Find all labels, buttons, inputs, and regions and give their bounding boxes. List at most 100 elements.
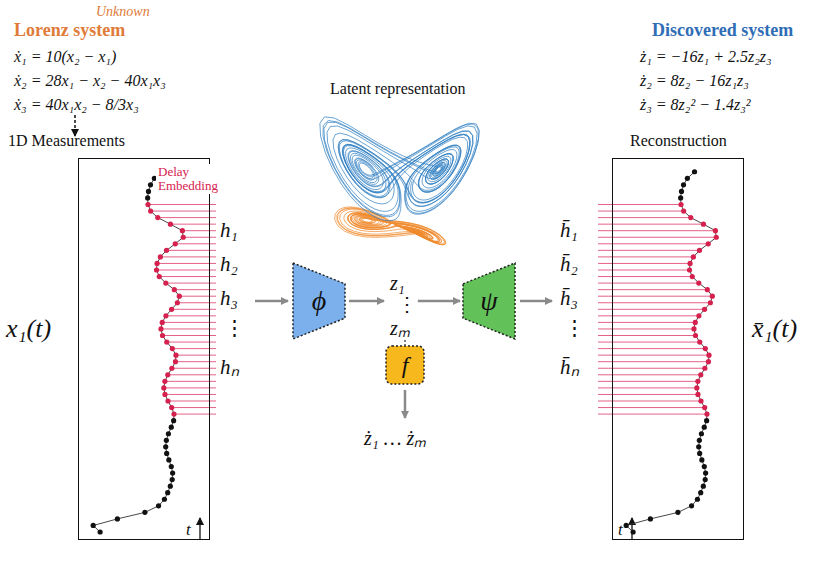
embedded-sample — [706, 353, 711, 358]
delay-line — [157, 263, 216, 264]
embedded-sample — [161, 385, 166, 390]
signal-name: x̄₁(t) — [752, 314, 797, 344]
delay-line — [598, 204, 681, 205]
embedded-sample — [181, 235, 186, 240]
ellipsis: ⋮ — [224, 316, 245, 341]
sample-point — [166, 457, 171, 462]
embedded-sample — [173, 241, 178, 246]
delay-line — [598, 361, 708, 362]
delay-line — [598, 315, 699, 316]
illustration-title: Latent representation — [330, 80, 466, 98]
delay-line — [598, 230, 715, 231]
embedded-sample — [691, 326, 696, 331]
sample-point — [698, 490, 703, 495]
embedded-sample — [701, 222, 706, 227]
sample-point — [685, 176, 690, 181]
delay-coordinate: hₙ — [220, 352, 239, 380]
flow-arrow — [404, 390, 407, 418]
equation: ẋ₃ = 40x₁x₂ − 8/3x₃ — [14, 96, 139, 114]
embedded-sample — [163, 281, 168, 286]
flow-arrow-segment — [418, 300, 460, 303]
sample-point — [696, 444, 701, 449]
embedded-sample — [697, 248, 702, 253]
embedded-sample — [169, 307, 174, 312]
embedded-sample — [691, 254, 696, 259]
embedded-sample — [170, 346, 175, 351]
delay-line — [598, 401, 701, 402]
time-axis-label: t — [186, 520, 191, 540]
embedded-sample — [175, 300, 180, 305]
delay-line — [598, 302, 710, 303]
tick-line — [74, 115, 76, 128]
decoder-trapezoid: ψ — [462, 262, 516, 340]
sample-point — [648, 516, 653, 521]
sample-point — [689, 503, 694, 508]
sample-point — [145, 195, 150, 200]
sample-point — [704, 418, 709, 423]
sample-point — [699, 431, 704, 436]
embedded-sample — [145, 202, 150, 207]
sample-point — [697, 438, 702, 443]
sample-point — [98, 529, 103, 534]
network-symbol: f — [385, 353, 425, 377]
delay-coordinate: h̄₁ — [560, 218, 578, 243]
node-outline — [612, 158, 744, 540]
embedded-sample — [706, 241, 711, 246]
sample-point — [697, 451, 702, 456]
delay-line — [598, 296, 712, 297]
delay-line — [182, 230, 216, 231]
embedded-sample — [693, 320, 698, 325]
delay-coordinate: h̄₃ — [560, 286, 578, 311]
embedded-sample — [164, 248, 169, 253]
delay-line — [598, 342, 700, 343]
sample-point — [692, 169, 697, 174]
embedded-sample — [168, 222, 173, 227]
sample-point — [142, 510, 147, 515]
sample-point — [675, 510, 680, 515]
equation: ż₂ = 8z₂ − 16z₁z₃ — [640, 72, 749, 90]
sample-point — [678, 195, 683, 200]
encoder-trapezoid: ϕ — [292, 262, 346, 340]
system-title: Lorenz system — [14, 20, 125, 41]
embedded-sample — [171, 412, 176, 417]
delay-line — [598, 243, 708, 244]
embedded-sample — [705, 287, 710, 292]
system-title: Discovered system — [652, 20, 793, 41]
delay-line — [166, 250, 216, 251]
equation: ẋ₁ = 10(x₂ − x₁) — [14, 48, 116, 66]
sample-point — [163, 444, 168, 449]
embedded-sample — [164, 339, 169, 344]
delay-coordinate: h̄₂ — [560, 252, 578, 277]
sample-point — [171, 418, 176, 423]
embedded-sample — [702, 405, 707, 410]
embedded-sample — [177, 294, 182, 299]
embedded-sample — [162, 392, 167, 397]
delay-line — [168, 401, 216, 402]
latent-derivative: ż₁ … żₘ — [364, 424, 426, 451]
dotted-link — [404, 340, 406, 345]
delay-line — [167, 342, 216, 343]
time-arrow — [199, 518, 200, 540]
embedded-sample — [180, 228, 185, 233]
embedded-sample — [703, 346, 708, 351]
sample-point — [679, 189, 684, 194]
delay-line — [151, 211, 216, 212]
sample-point — [701, 484, 706, 489]
sample-point — [695, 497, 700, 502]
blue-attractor — [320, 117, 480, 221]
delay-line — [598, 283, 699, 284]
sample-point — [703, 477, 708, 482]
sample-point — [699, 457, 704, 462]
embedded-sample — [148, 208, 153, 213]
sample-point — [169, 464, 174, 469]
delay-line — [598, 368, 705, 369]
embedded-sample — [158, 326, 163, 331]
measurement-box: 1D MeasurementsDelay Embedding — [78, 158, 210, 540]
embedded-sample — [160, 333, 165, 338]
delay-line — [598, 374, 701, 375]
embedded-sample — [696, 313, 701, 318]
ellipsis: ⋮ — [397, 292, 417, 316]
sample-point — [165, 490, 170, 495]
delay-line — [598, 355, 709, 356]
sample-point — [146, 189, 151, 194]
